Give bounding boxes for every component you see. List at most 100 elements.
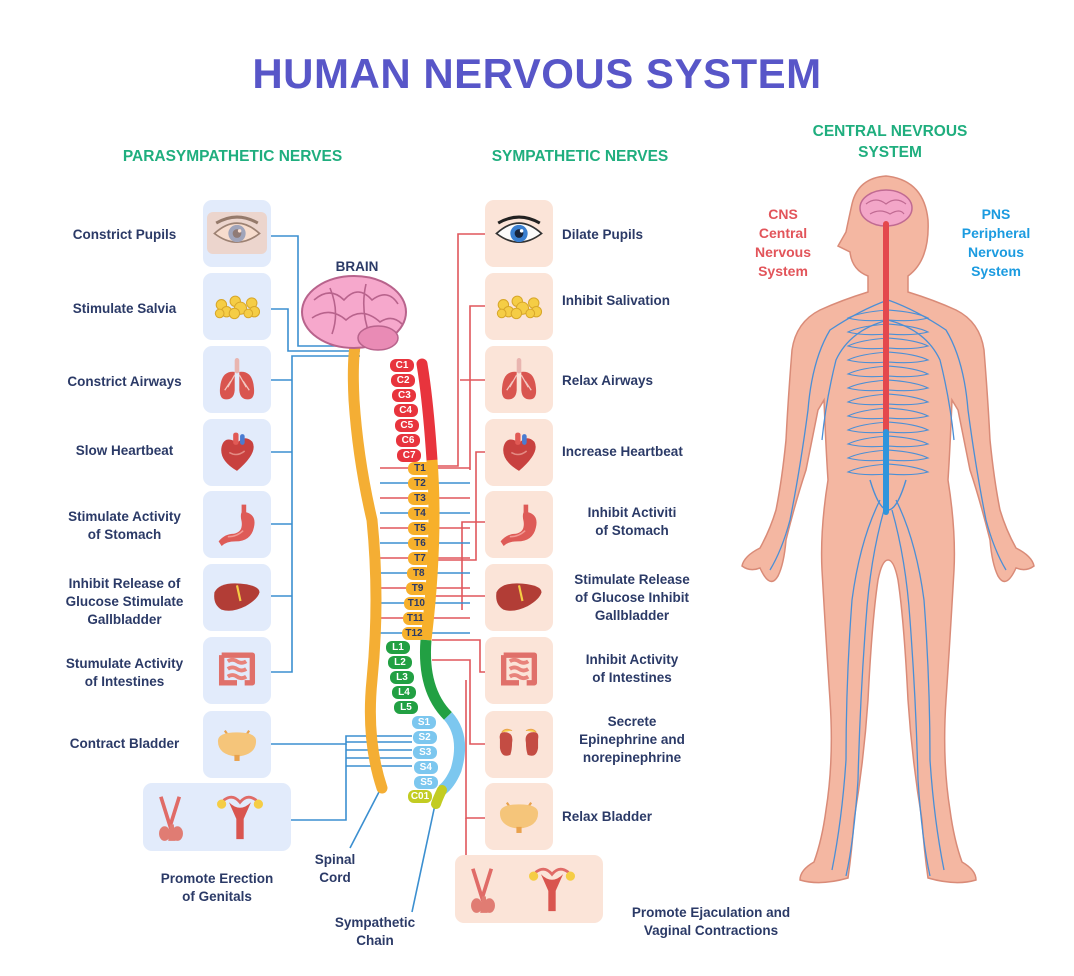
spinal-cord-label: Spinal Cord bbox=[300, 851, 370, 887]
sympathetic-organ-box-7 bbox=[485, 637, 553, 704]
sympathetic-chain-pointer bbox=[411, 799, 437, 913]
human-body-silhouette bbox=[741, 175, 1035, 884]
chain-thoracic bbox=[420, 459, 440, 641]
parasympathetic-effect-7-line-1: Stumulate Activity bbox=[65, 656, 184, 671]
segment-t4: T4 bbox=[408, 507, 432, 520]
parasympathetic-effect-6-line-2: Glucose Stimulate bbox=[65, 594, 184, 609]
sympathetic-effect-4-line-1: Increase Heartbeat bbox=[562, 444, 683, 459]
peripheral-nerve bbox=[891, 509, 931, 877]
segment-s3: S3 bbox=[413, 746, 438, 759]
central-nervous-heading: CENTRAL NEVROUS SYSTEM bbox=[760, 121, 1020, 163]
sympathetic-effect-1-line-1: Dilate Pupils bbox=[562, 227, 644, 242]
segment-s2: S2 bbox=[412, 731, 437, 744]
sympathetic-organ-box-10 bbox=[455, 855, 603, 923]
sympathetic-effect-8-line-1: Secrete bbox=[607, 714, 657, 729]
spinal-cord-pointer bbox=[349, 789, 381, 849]
sympathetic-effect-2: Inhibit Salivation bbox=[562, 292, 702, 310]
segment-c3: C3 bbox=[392, 389, 417, 402]
parasympathetic-effect-8: Contract Bladder bbox=[52, 735, 197, 753]
peripheral-nerve bbox=[887, 319, 955, 441]
parasympathetic-effect-2-line-1: Stimulate Salvia bbox=[72, 301, 177, 316]
parasympathetic-effect-4-line-1: Slow Heartbeat bbox=[75, 443, 174, 458]
sympathetic-effect-7-line-2: of Intestines bbox=[592, 670, 672, 685]
segment-l4: L4 bbox=[392, 686, 416, 699]
pns-label-line-1: PNS bbox=[981, 206, 1011, 222]
sympathetic-organ-box-2 bbox=[485, 273, 553, 340]
segment-s5: S5 bbox=[414, 776, 439, 789]
parasympathetic-organ-box-3-bg bbox=[203, 346, 271, 413]
cerebellum bbox=[357, 325, 399, 351]
sympathetic-line-intestines bbox=[432, 639, 485, 673]
parasympathetic-line-genitals bbox=[291, 744, 347, 821]
body-brain bbox=[859, 189, 913, 227]
segment-t11: T11 bbox=[403, 612, 428, 625]
peripheral-nerve bbox=[887, 299, 1007, 571]
segment-t8: T8 bbox=[406, 567, 431, 580]
parasympathetic-line-salvia bbox=[271, 308, 360, 352]
chain-sacral bbox=[438, 712, 466, 795]
chain-lumbar bbox=[420, 639, 453, 720]
parasympathetic-effect-7-line-2: of Intestines bbox=[84, 674, 165, 689]
sympathetic-effect-5-line-2: of Stomach bbox=[595, 523, 669, 538]
sympathetic-heading: SYMPATHETIC NERVES bbox=[491, 148, 669, 165]
parasympathetic-effect-2: Stimulate Salvia bbox=[52, 300, 197, 318]
cns-label-line-3: Nervous bbox=[754, 244, 812, 260]
parasympathetic-effect-1-line-1: Constrict Pupils bbox=[72, 227, 177, 242]
sympathetic-organ-box-8 bbox=[485, 711, 553, 778]
sympathetic-line-adrenal bbox=[432, 659, 485, 745]
sympathetic-organ-box-1 bbox=[485, 200, 553, 267]
segment-c5: C5 bbox=[394, 419, 419, 432]
segment-t1: T1 bbox=[408, 462, 432, 475]
segment-t6: T6 bbox=[408, 537, 432, 550]
parasympathetic-organ-box-6 bbox=[203, 564, 271, 631]
sympathetic-effect-7-line-1: Inhibit Activity bbox=[585, 652, 679, 667]
cns-label-line-4: System bbox=[758, 263, 808, 279]
chain-cervical bbox=[416, 358, 438, 466]
sympathetic-line-salivation bbox=[469, 305, 485, 470]
segment-c1: C1 bbox=[390, 359, 414, 372]
sympathetic-effect-10-line-1: Promote Ejaculation and bbox=[631, 905, 791, 920]
parasympathetic-effect-5-line-2: of Stomach bbox=[87, 527, 162, 542]
parasympathetic-effect-6-line-3: Gallbladder bbox=[87, 612, 162, 627]
pns-label-line-2: Peripheral bbox=[961, 225, 1031, 241]
sympathetic-line-heart bbox=[432, 451, 485, 561]
parasympathetic-effect-7: Stumulate Activity of Intestines bbox=[52, 655, 197, 691]
sympathetic-organ-box-5 bbox=[485, 491, 553, 558]
cns-label: CNS Central Nervous System bbox=[735, 205, 831, 281]
sympathetic-organ-box-6 bbox=[485, 564, 553, 631]
segment-t7: T7 bbox=[408, 552, 432, 565]
peripheral-nerve bbox=[895, 499, 945, 871]
sympathetic-line-pupils bbox=[432, 233, 485, 467]
sympathetic-chain-label-line-1: Sympathetic bbox=[334, 915, 416, 930]
sympathetic-effect-10-line-2: Vaginal Contractions bbox=[643, 923, 779, 938]
parasympathetic-organ-box-5 bbox=[203, 491, 271, 558]
segment-c7: C7 bbox=[397, 449, 422, 462]
sympathetic-effect-6-line-1: Stimulate Release bbox=[574, 572, 690, 587]
segment-l1: L1 bbox=[386, 641, 410, 654]
parasympathetic-organ-box-2 bbox=[203, 273, 271, 340]
sympathetic-effect-2-line-1: Inhibit Salivation bbox=[562, 293, 671, 308]
segment-s1: S1 bbox=[412, 716, 436, 729]
sympathetic-effect-8-line-2: Epinephrine and bbox=[579, 732, 685, 747]
cns-label-line-2: Central bbox=[758, 225, 808, 241]
sympathetic-line-stomach bbox=[461, 521, 485, 610]
sympathetic-effect-9-line-1: Relax Bladder bbox=[562, 809, 653, 824]
parasympathetic-effect-8-line-1: Contract Bladder bbox=[69, 736, 180, 751]
parasympathetic-effect-6-line-1: Inhibit Release of bbox=[68, 576, 181, 591]
sympathetic-chain-label: Sympathetic Chain bbox=[315, 914, 435, 950]
peripheral-nerve bbox=[821, 319, 889, 441]
segment-l2: L2 bbox=[388, 656, 412, 669]
segment-t9: T9 bbox=[405, 582, 430, 595]
parasympathetic-organ-box-4 bbox=[203, 419, 271, 486]
eye-skin-left bbox=[207, 212, 267, 254]
segment-l5: L5 bbox=[394, 701, 418, 714]
sympathetic-effect-6-line-2: of Glucose Inhibit bbox=[575, 590, 689, 605]
sympathetic-organ-box-4 bbox=[485, 419, 553, 486]
parasympathetic-organ-box-9 bbox=[143, 783, 291, 851]
